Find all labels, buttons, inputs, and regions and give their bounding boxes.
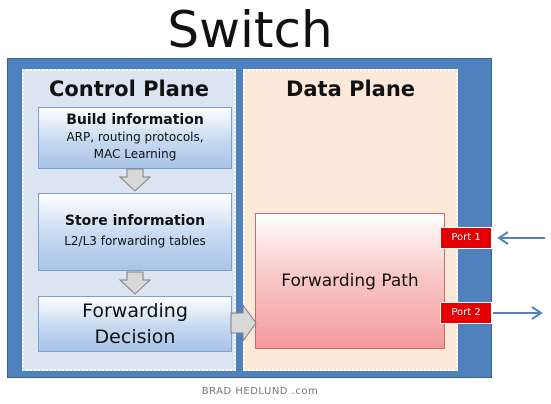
store-information-title: Store information [64, 213, 206, 229]
forwarding-decision-line-1: Forwarding [82, 300, 188, 322]
store-information-box: Store information L2/L3 forwarding table… [38, 193, 232, 271]
port-2-label: Port 2 [440, 302, 492, 324]
down-arrow-1 [118, 168, 152, 192]
down-arrow-2 [118, 271, 152, 295]
forwarding-decision-line-2: Decision [94, 326, 176, 348]
build-information-title: Build information [66, 112, 204, 128]
build-information-line-1: ARP, routing protocols, [66, 130, 204, 144]
egress-arrow-port-2 [493, 306, 543, 320]
port-1-label: Port 1 [440, 227, 492, 249]
control-plane-title: Control Plane [48, 77, 210, 101]
right-arrow-to-forwarding-path [230, 303, 257, 343]
build-information-line-2: MAC Learning [93, 147, 177, 161]
forwarding-decision-box: Forwarding Decision [38, 296, 232, 352]
ingress-arrow-port-1 [497, 231, 545, 245]
diagram-title: Switch [167, 1, 333, 59]
build-information-box: Build information ARP, routing protocols… [38, 107, 232, 169]
store-information-line-1: L2/L3 forwarding tables [64, 234, 206, 248]
forwarding-path-label: Forwarding Path [281, 271, 419, 291]
footer-credit: BRAD HEDLUND .com [201, 386, 319, 397]
data-plane-title: Data Plane [285, 77, 416, 101]
forwarding-path-box: Forwarding Path [255, 213, 445, 349]
